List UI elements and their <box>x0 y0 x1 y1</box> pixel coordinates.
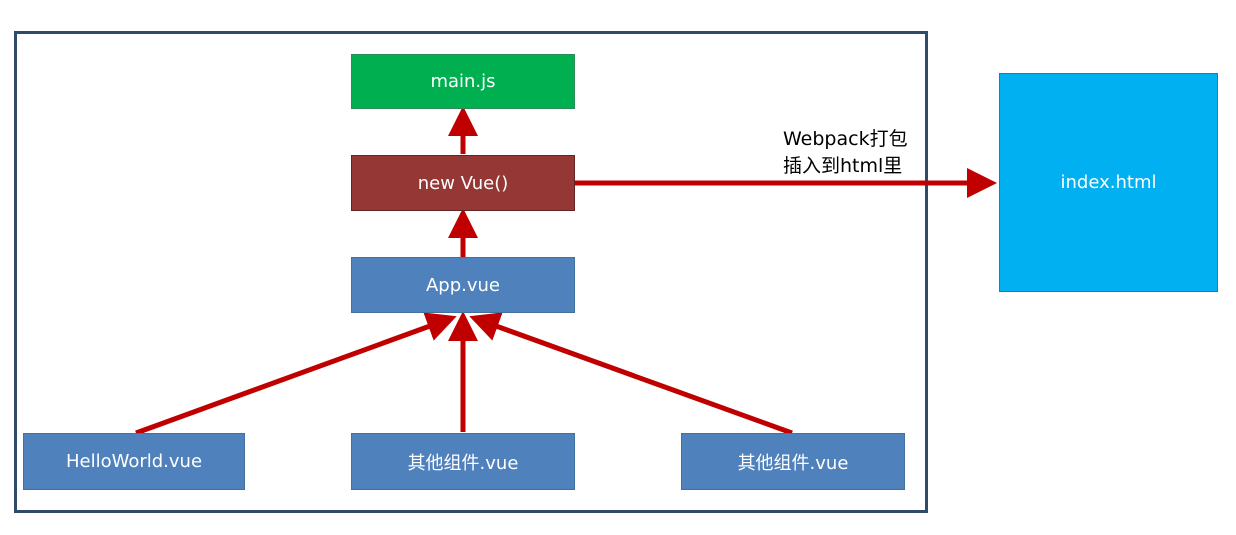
node-other-component-1: 其他组件.vue <box>351 433 575 490</box>
node-helloworld-vue-label: HelloWorld.vue <box>65 451 203 472</box>
node-other-component-1-label: 其他组件.vue <box>407 452 519 474</box>
node-new-vue-label: new Vue() <box>417 172 509 194</box>
arrow-other2-to-app <box>469 312 793 436</box>
node-main-js-label: main.js <box>430 71 496 92</box>
edge-label-webpack-line1: Webpack打包 <box>783 128 908 150</box>
node-index-html: index.html <box>999 73 1218 292</box>
node-app-vue: App.vue <box>351 257 575 313</box>
edge-label-webpack-line2: 插入到html里 <box>783 155 903 177</box>
node-main-js: main.js <box>351 54 575 109</box>
node-new-vue: new Vue() <box>351 155 575 211</box>
node-other-component-2: 其他组件.vue <box>681 433 905 490</box>
node-app-vue-label: App.vue <box>425 274 501 296</box>
node-helloworld-vue: HelloWorld.vue <box>23 433 245 490</box>
arrow-hello-to-app <box>135 312 457 436</box>
node-index-html-label: index.html <box>1060 172 1157 193</box>
node-other-component-2-label: 其他组件.vue <box>737 452 849 474</box>
